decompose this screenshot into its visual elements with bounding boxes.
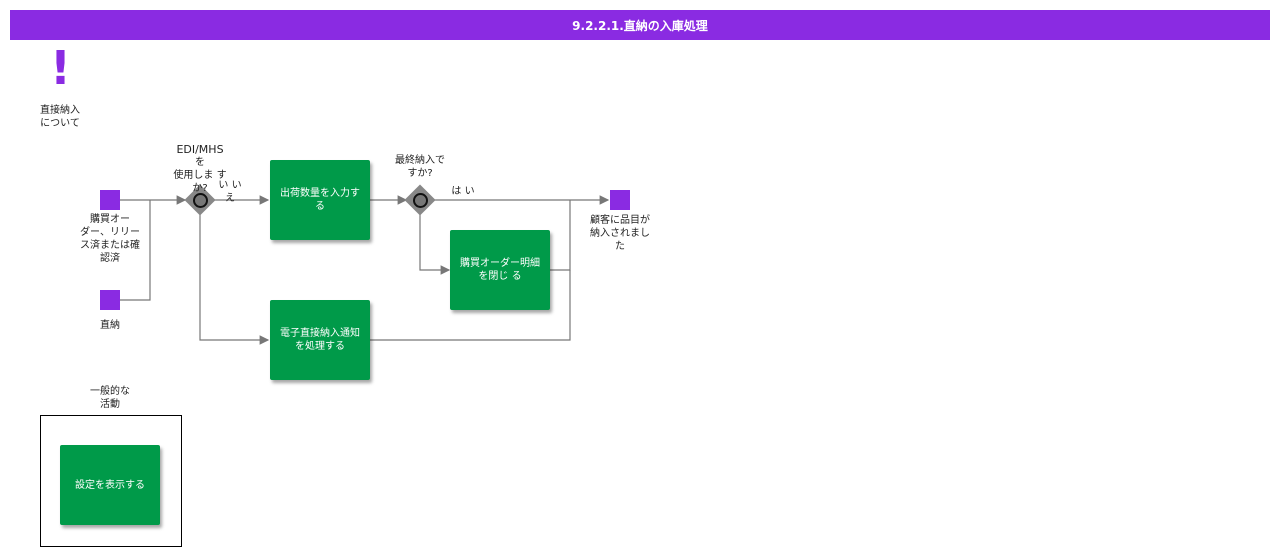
gateway-edi-no-label: い い え xyxy=(215,179,245,205)
end-event-delivered[interactable] xyxy=(610,190,630,210)
enter-qty-line1: 出荷数量を入力す xyxy=(280,188,360,199)
end-line3: た xyxy=(615,241,625,252)
gateway-final-question: 最終納入で すか? xyxy=(385,154,455,180)
gateway-edi-mhs-question: EDI/MHS を 使用しま す か? xyxy=(160,143,240,195)
task-process-asn[interactable]: 電子直接納入通知 を処理する xyxy=(270,300,370,380)
process-asn-line2: を処理する xyxy=(295,341,345,352)
start-event-direct-delivery-label: 直納 xyxy=(100,320,120,331)
group-label-line1: 一般的な xyxy=(90,386,130,397)
end-event-delivered-label: 顧客に品目が 納入されまし た xyxy=(582,214,658,253)
edi-question-line1: EDI/MHS xyxy=(176,143,224,156)
gateway-edi-mhs-marker xyxy=(193,193,208,208)
po-released-line1: 購買オー xyxy=(90,214,130,225)
flow-close-po-to-end xyxy=(550,200,571,271)
diagram-title: 9.2.2.1.直納の入庫処理 xyxy=(10,10,1270,40)
end-line2: 納入されまし xyxy=(590,228,650,239)
annotation-label-line1: 直接納入 xyxy=(40,105,80,116)
task-close-po-line[interactable]: 購買オーダー明細 を閉じ る xyxy=(450,230,550,310)
edi-no-line1: い い xyxy=(218,180,242,191)
annotation-label-line2: について xyxy=(40,118,80,129)
close-po-line1: 購買オーダー明細 xyxy=(460,258,540,269)
start-event-po-released-label: 購買オー ダー、リリー ス済または確 認済 xyxy=(74,213,146,265)
show-settings-label: 設定を表示する xyxy=(75,479,145,491)
po-released-line4: 認済 xyxy=(100,253,120,264)
general-activities-group xyxy=(40,415,182,547)
group-label-line2: 活動 xyxy=(100,399,120,410)
po-released-line2: ダー、リリー xyxy=(80,227,140,238)
flow-gateway-no-to-asn xyxy=(199,212,270,345)
start-event-direct-delivery[interactable] xyxy=(100,290,120,310)
group-label: 一般的な 活動 xyxy=(80,385,140,411)
final-question-line2: すか? xyxy=(407,168,433,179)
edi-question-line3: 使用しま す xyxy=(173,170,227,181)
edi-question-line2: を xyxy=(195,157,205,168)
flow-direct-to-gateway xyxy=(120,200,151,301)
gateway-final-yes-label: は い xyxy=(451,186,475,197)
edi-question-line4: か? xyxy=(192,183,208,194)
task-enter-shipping-quantity[interactable]: 出荷数量を入力す る xyxy=(270,160,370,240)
start-event-po-released[interactable] xyxy=(100,190,120,210)
enter-qty-line2: る xyxy=(315,201,325,212)
flow-asn-to-end xyxy=(370,270,571,341)
gateway-final-delivery-marker xyxy=(413,193,428,208)
end-line1: 顧客に品目が xyxy=(590,215,650,226)
annotation-label: 直接納入 について xyxy=(30,104,90,130)
task-show-settings[interactable]: 設定を表示する xyxy=(60,445,160,525)
close-po-line2: を閉じ る xyxy=(478,271,522,282)
edi-no-line2: え xyxy=(225,193,235,204)
exclamation-icon: ! xyxy=(50,41,71,95)
final-question-line1: 最終納入で xyxy=(395,155,445,166)
po-released-line3: ス済または確 xyxy=(80,240,140,251)
process-asn-line1: 電子直接納入通知 xyxy=(280,328,360,339)
flow-final-no-to-close-po xyxy=(419,212,451,275)
